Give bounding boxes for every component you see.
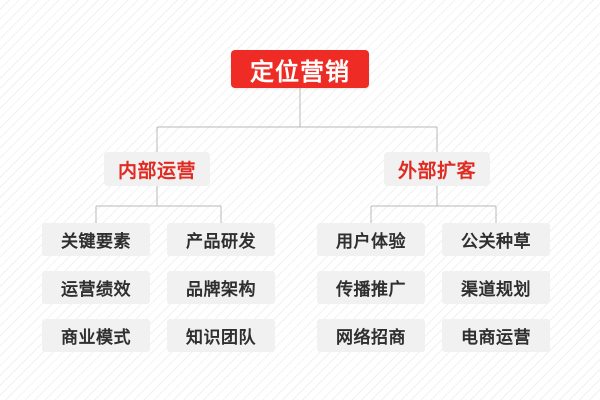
leaf-node[interactable]: 运营绩效 [42, 271, 150, 304]
leaf-node[interactable]: 公关种草 [442, 223, 550, 256]
branch-node-external-expansion[interactable]: 外部扩客 [384, 152, 490, 186]
leaf-node[interactable]: 传播推广 [317, 271, 425, 304]
leaf-node[interactable]: 关键要素 [42, 223, 150, 256]
leaf-node[interactable]: 知识团队 [167, 319, 275, 352]
leaf-node[interactable]: 产品研发 [167, 223, 275, 256]
leaf-node[interactable]: 品牌架构 [167, 271, 275, 304]
leaf-node[interactable]: 商业模式 [42, 319, 150, 352]
leaf-node[interactable]: 用户体验 [317, 223, 425, 256]
leaf-node[interactable]: 渠道规划 [442, 271, 550, 304]
leaf-node[interactable]: 网络招商 [317, 319, 425, 352]
root-node[interactable]: 定位营销 [231, 50, 369, 88]
leaf-node[interactable]: 电商运营 [442, 319, 550, 352]
branch-node-internal-operations[interactable]: 内部运营 [104, 152, 210, 186]
